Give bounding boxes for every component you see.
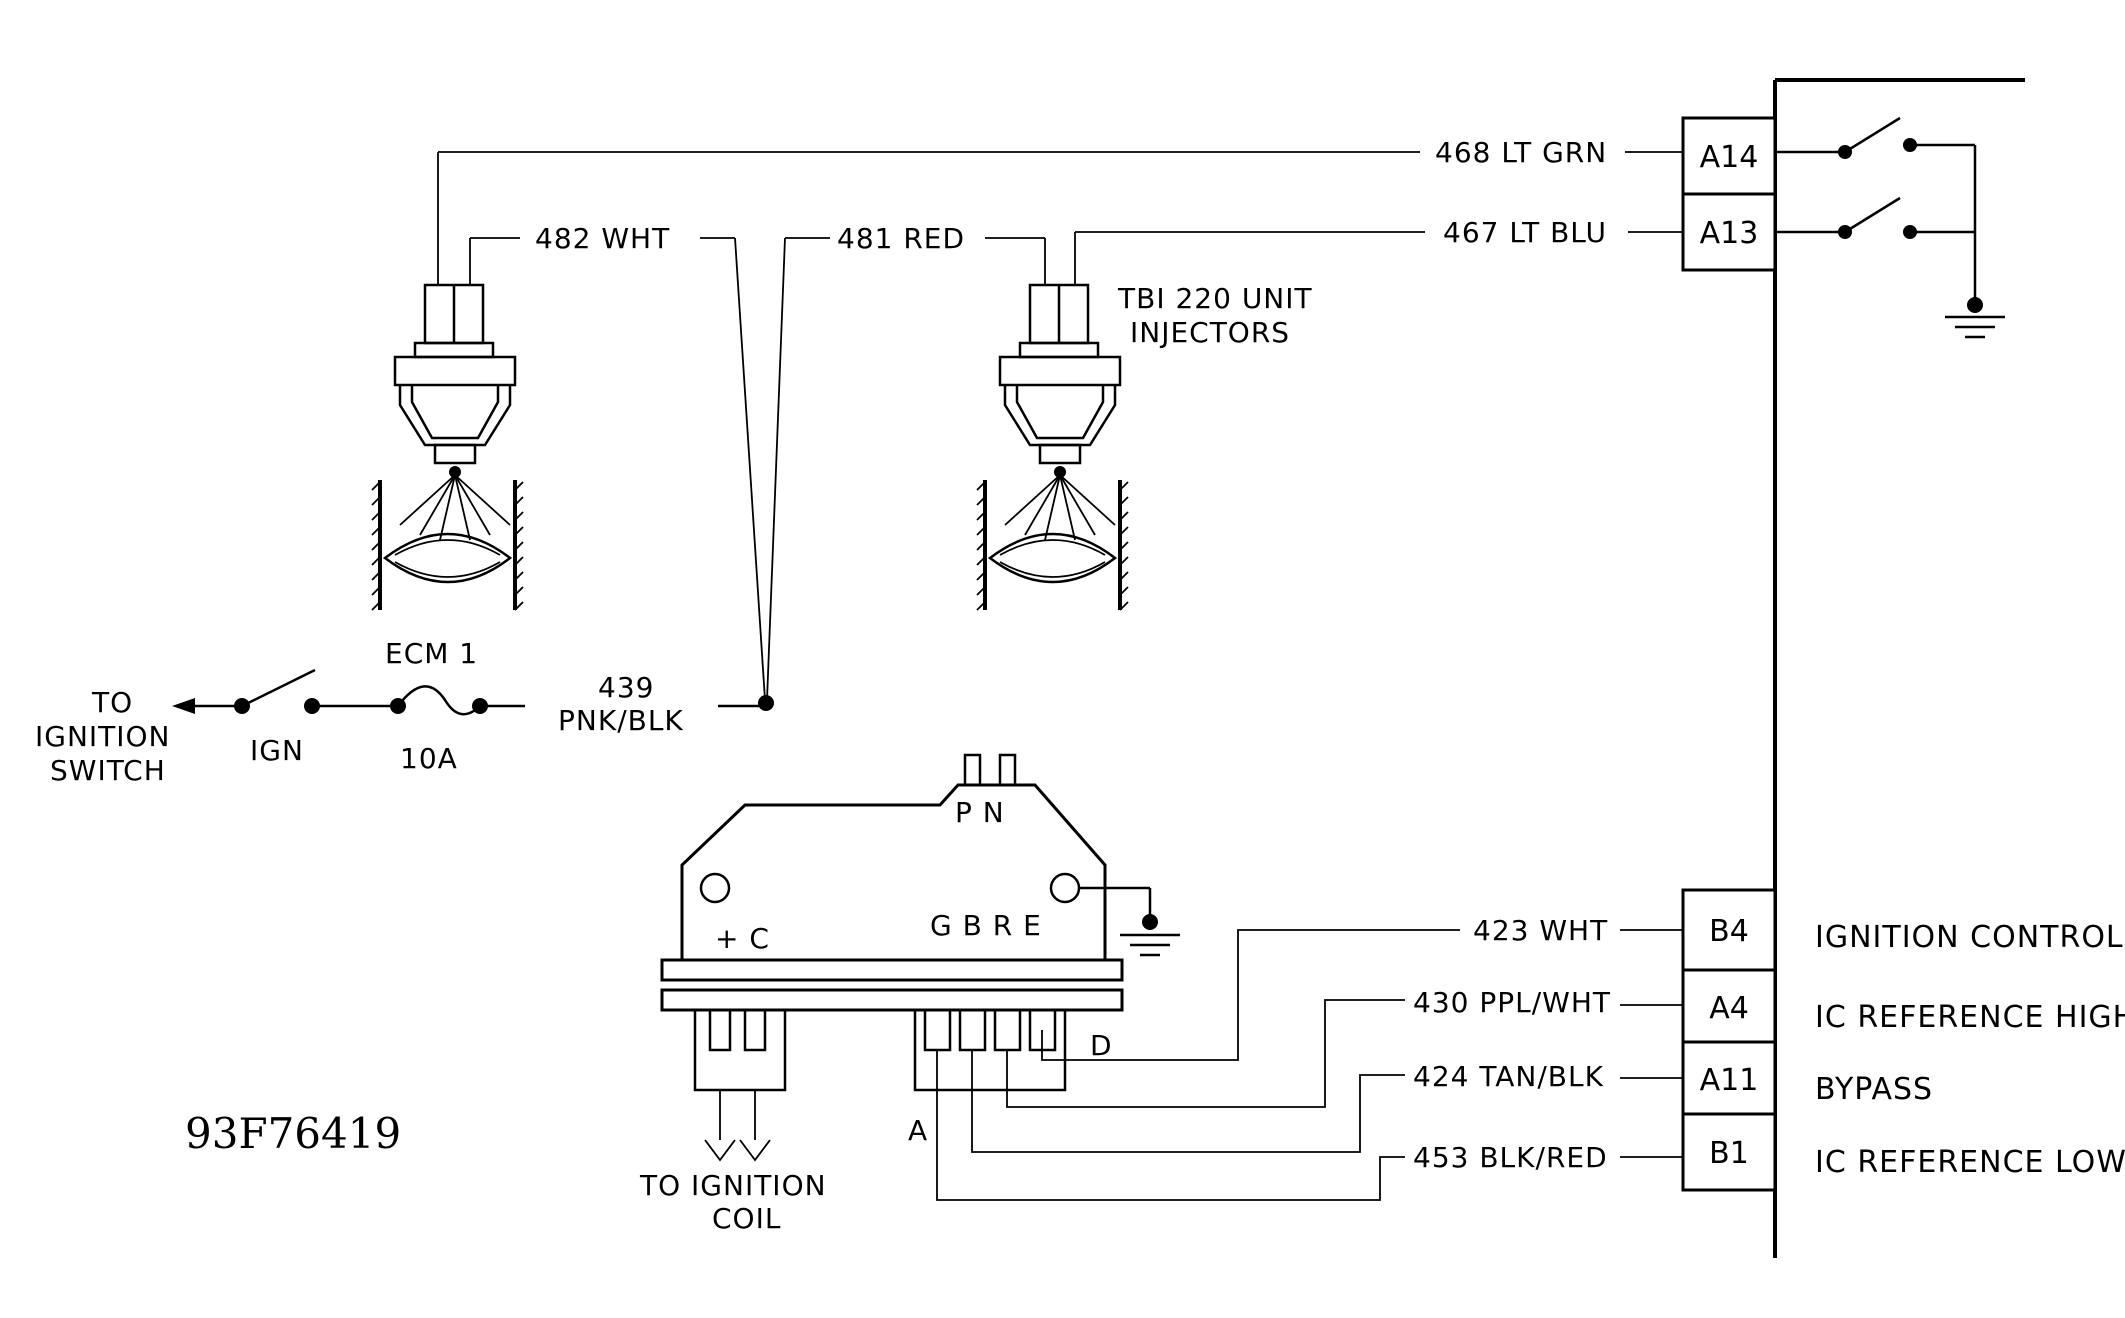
- module-pin-a: A: [908, 1114, 928, 1147]
- figure-code: 93F76419: [185, 1109, 401, 1158]
- injector-left: [371, 283, 524, 611]
- ign-switch-label: IGN: [250, 734, 304, 767]
- pin-b1: B1: [1681, 1112, 1777, 1192]
- fuse-rating: 10A: [400, 742, 458, 775]
- pin-b1-label: B1: [1709, 1136, 1749, 1171]
- pin-a13-label: A13: [1700, 216, 1759, 251]
- wire-467: [1074, 231, 1683, 285]
- pin-a4: A4: [1681, 968, 1777, 1044]
- coil-label-line1: TO IGNITION: [639, 1169, 827, 1202]
- wire-481: [766, 237, 1046, 701]
- injector-right: [976, 283, 1129, 611]
- pin-a4-label: A4: [1709, 991, 1749, 1026]
- module-pin-d: D: [1090, 1029, 1113, 1062]
- wire-430: [1006, 999, 1683, 1108]
- to-ignition-switch-line1: TO: [91, 686, 133, 719]
- module-left-pins: + C: [715, 922, 770, 955]
- module-right-pins: G B R E: [930, 909, 1042, 942]
- wire-468: [437, 151, 1683, 285]
- wire-424: [971, 1050, 1683, 1153]
- wire-label-467: 467 LT BLU: [1443, 216, 1607, 249]
- pin-b4-label: B4: [1709, 914, 1749, 949]
- ignition-module: [660, 753, 1180, 1162]
- signal-bypass: BYPASS: [1815, 1072, 1933, 1107]
- power-feed: [172, 668, 774, 716]
- signal-ic-reference-low: IC REFERENCE LOW: [1815, 1145, 2125, 1180]
- to-ignition-switch-line3: SWITCH: [50, 754, 166, 787]
- pin-a14-label: A14: [1700, 140, 1759, 175]
- pin-b4: B4: [1681, 888, 1777, 972]
- wire-label-468: 468 LT GRN: [1435, 136, 1607, 169]
- pin-a14: A14: [1681, 116, 1777, 196]
- coil-label-line2: COIL: [712, 1202, 781, 1235]
- pin-a13: A13: [1681, 192, 1777, 272]
- signal-ignition-control: IGNITION CONTROL: [1815, 920, 2124, 955]
- wire-label-481: 481 RED: [837, 222, 965, 255]
- pin-a11-label: A11: [1700, 1063, 1759, 1098]
- signal-ic-reference-high: IC REFERENCE HIGH: [1815, 1000, 2125, 1035]
- wire-label-453: 453 BLK/RED: [1413, 1141, 1608, 1174]
- wire-label-482: 482 WHT: [535, 222, 670, 255]
- wire-423: [1041, 929, 1683, 1061]
- module-top-pins: P N: [955, 796, 1005, 829]
- wire-label-430: 430 PPL/WHT: [1413, 986, 1611, 1019]
- wire-label-439-color: PNK/BLK: [558, 704, 684, 737]
- injector-label-line1: TBI 220 UNIT: [1117, 282, 1313, 315]
- wire-453: [936, 1050, 1683, 1201]
- injector-label-line2: INJECTORS: [1130, 316, 1290, 349]
- ecm-internal-switches: [1775, 116, 2005, 339]
- wire-482: [469, 237, 766, 701]
- wire-label-423: 423 WHT: [1473, 914, 1608, 947]
- wire-label-424: 424 TAN/BLK: [1413, 1060, 1604, 1093]
- fuse-name: ECM 1: [385, 637, 478, 670]
- to-ignition-switch-line2: IGNITION: [35, 720, 171, 753]
- pin-a11: A11: [1681, 1040, 1777, 1116]
- wire-label-439-number: 439: [598, 671, 654, 704]
